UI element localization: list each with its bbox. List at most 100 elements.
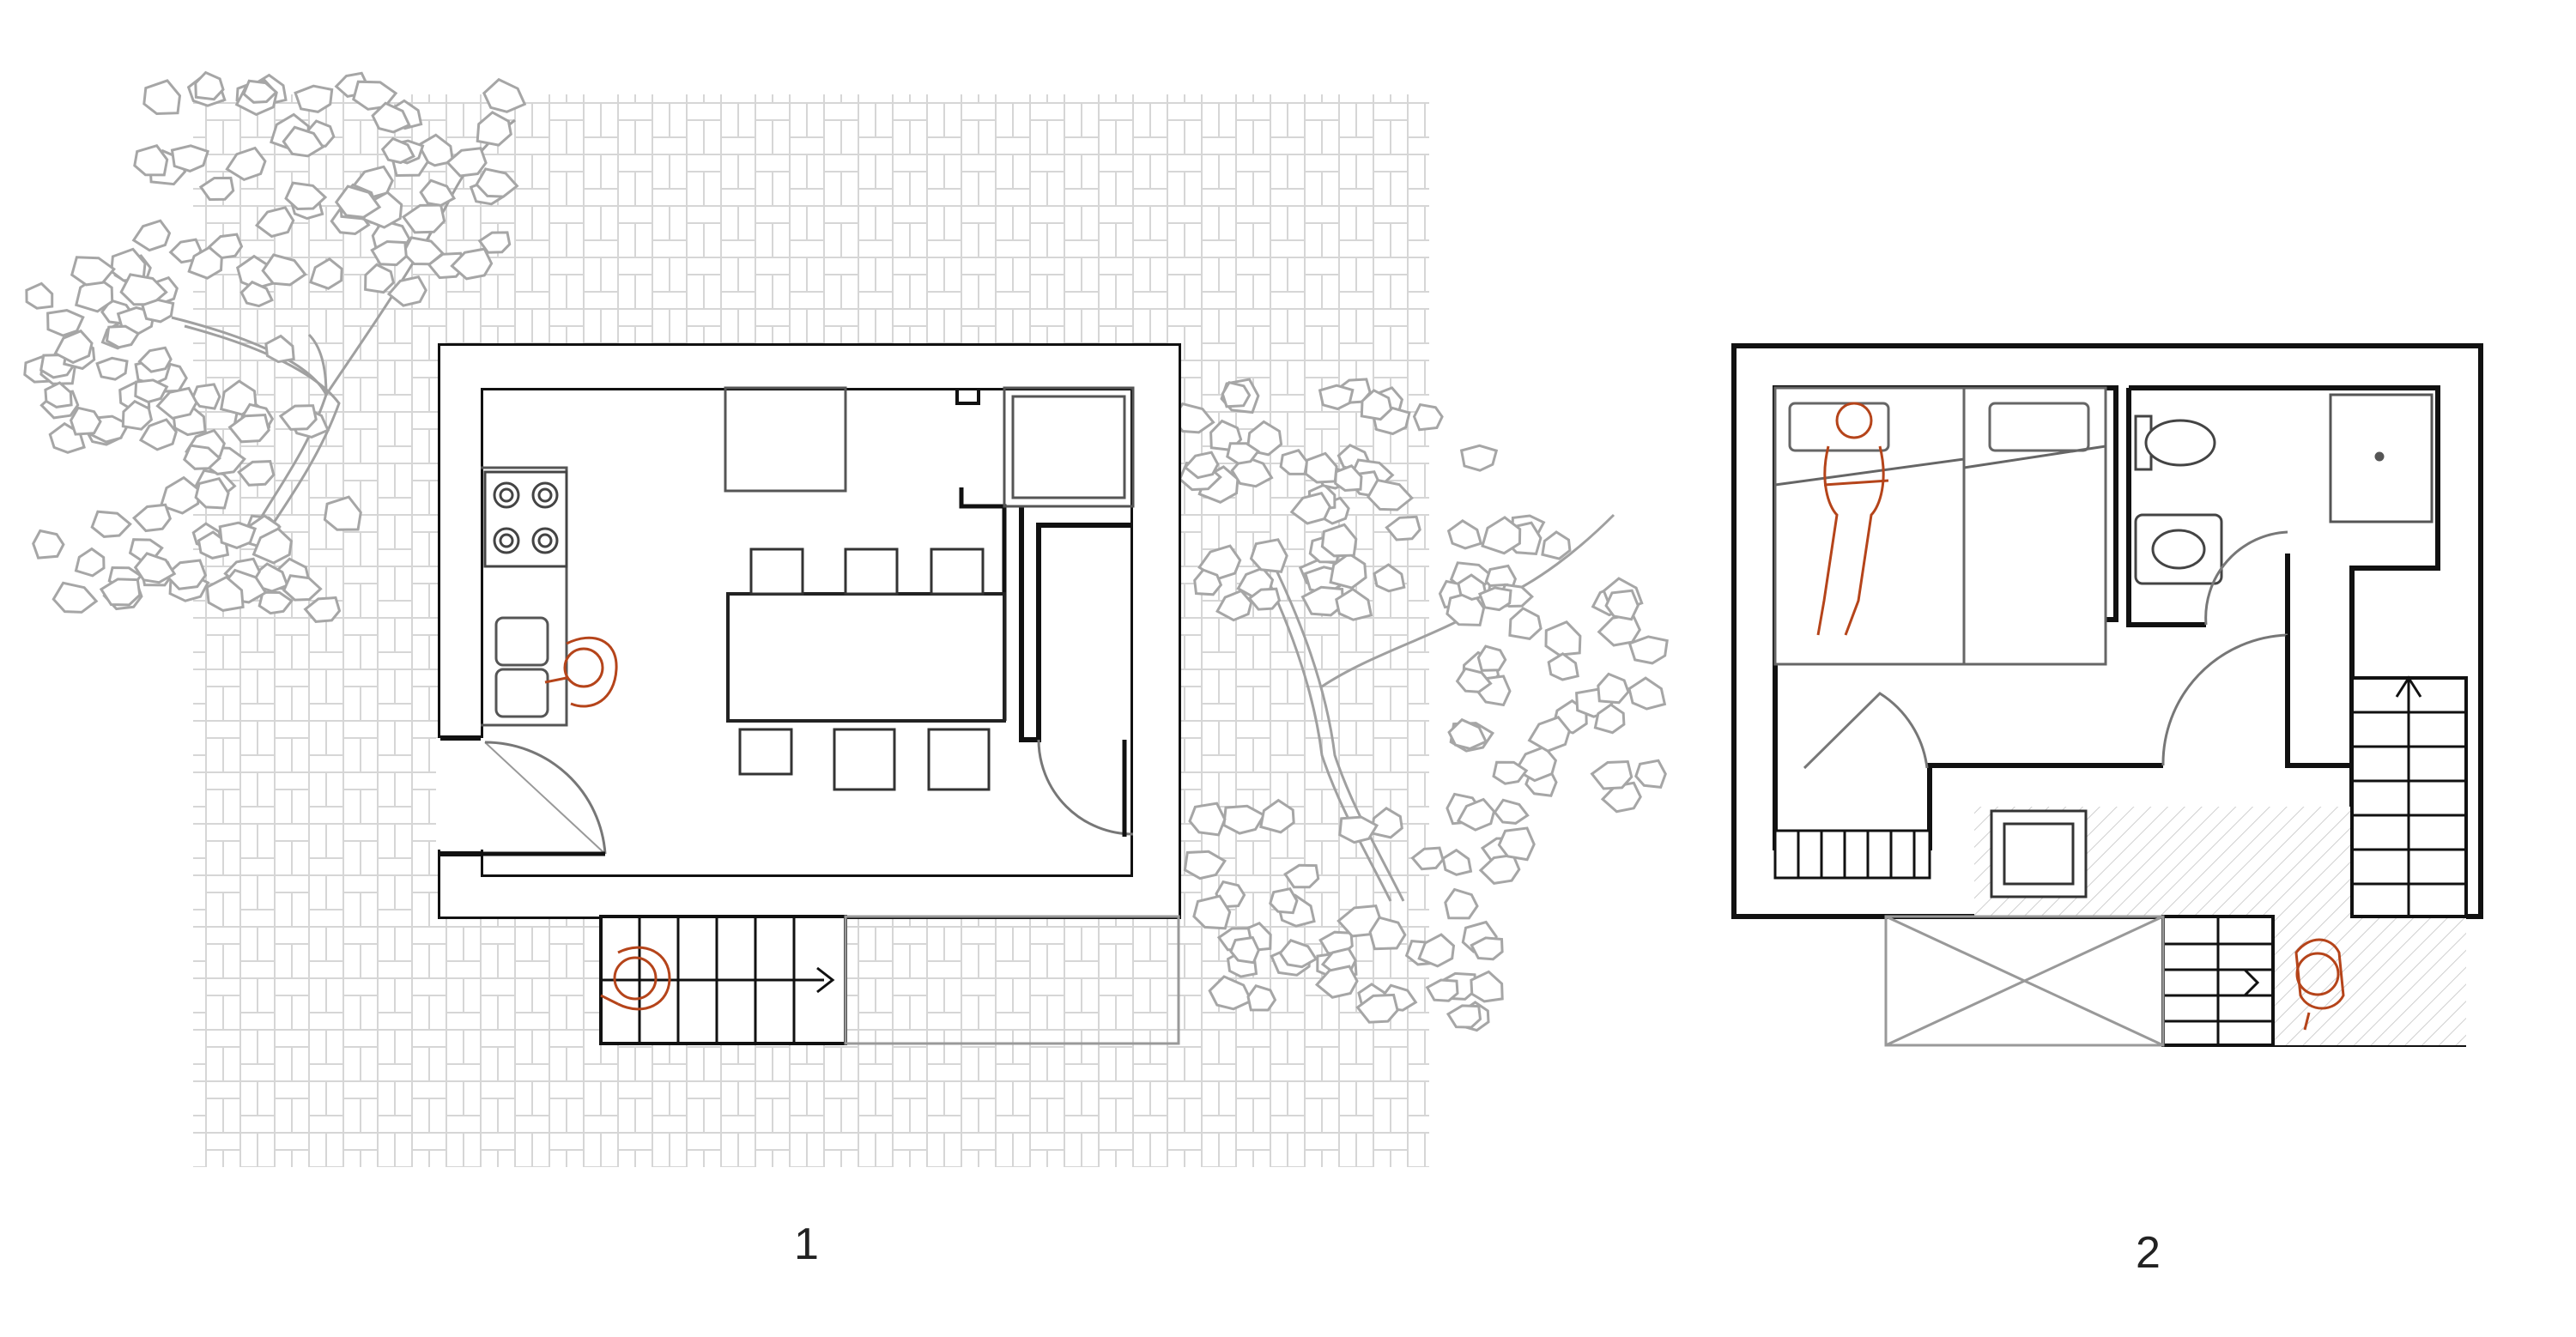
- leaf-shape: [198, 176, 235, 202]
- leaf-shape: [1547, 651, 1579, 681]
- leaf-shape: [1604, 589, 1640, 621]
- leaf-shape: [1320, 523, 1358, 558]
- leaf-shape: [121, 399, 154, 431]
- leaf-shape: [69, 406, 102, 436]
- leaf-shape: [1627, 635, 1669, 665]
- leaf-shape: [1368, 916, 1407, 951]
- plan-2: [1731, 343, 2483, 1047]
- leaf-shape: [1373, 563, 1406, 593]
- leaf-shape: [25, 281, 54, 310]
- leaf-shape: [1541, 530, 1572, 560]
- toilet-icon: [2134, 414, 2216, 471]
- leaf-shape: [282, 574, 323, 602]
- leaf-shape: [482, 77, 527, 113]
- leaf-shape: [1259, 798, 1295, 834]
- leaf-shape: [1446, 518, 1483, 550]
- leaf-shape: [1497, 826, 1536, 862]
- leaf-shape: [370, 239, 408, 267]
- leaf-shape: [278, 404, 318, 431]
- leaf-shape: [227, 413, 270, 444]
- bedroom-door-swing: [1803, 692, 1929, 770]
- leaf-shape: [1229, 935, 1260, 965]
- leaf-shape: [1627, 676, 1667, 711]
- leaf-shape: [133, 552, 177, 584]
- leaf-shape: [450, 247, 494, 281]
- leaf-shape: [99, 578, 142, 607]
- leaf-shape: [90, 510, 132, 538]
- hall-door-swing: [2161, 633, 2288, 766]
- leaf-shape: [187, 245, 223, 280]
- foliage-left: [23, 70, 527, 623]
- leaf-shape: [1544, 620, 1582, 656]
- leaf-shape: [1410, 846, 1445, 871]
- kitchen-counter: [481, 386, 1135, 727]
- leaf-shape: [74, 547, 106, 578]
- leaf-shape: [141, 298, 175, 324]
- leaf-shape: [1338, 815, 1379, 844]
- leaf-shape: [323, 495, 362, 531]
- leaf-shape: [46, 309, 85, 337]
- leaf-shape: [258, 590, 294, 615]
- person-cook-icon: [544, 636, 618, 708]
- leaf-shape: [70, 256, 116, 287]
- dining-chairs: [738, 548, 991, 791]
- leaf-shape: [194, 70, 225, 101]
- plan-2-number: 2: [2136, 1228, 2161, 1278]
- dining-table: [726, 592, 1006, 723]
- leaf-shape: [1470, 936, 1504, 961]
- leaf-shape: [1593, 703, 1626, 735]
- leaf-shape: [476, 111, 512, 147]
- leaf-shape: [1493, 798, 1530, 825]
- leaf-shape: [218, 521, 258, 550]
- leaf-shape: [1478, 853, 1521, 885]
- leaf-shape: [401, 203, 446, 234]
- leaf-shape: [170, 144, 209, 173]
- leaf-shape: [205, 575, 245, 612]
- leaf-shape: [1597, 613, 1641, 647]
- leaf-shape: [1470, 970, 1504, 1003]
- person-standing-icon: [2294, 938, 2345, 1031]
- leaf-shape: [1527, 716, 1571, 753]
- leaf-shape: [133, 143, 169, 177]
- leaf-shape: [477, 231, 512, 254]
- leaf-shape: [1367, 478, 1414, 511]
- bed: [1773, 386, 2107, 666]
- leaf-shape: [95, 356, 129, 381]
- leaf-shape: [1492, 760, 1529, 785]
- sink-icon: [494, 616, 549, 718]
- leaf-shape: [1441, 848, 1473, 876]
- void-opening: [1884, 915, 2165, 1047]
- leaf-shape: [1634, 759, 1667, 789]
- leaf-shape: [1334, 464, 1363, 493]
- leaf-shape: [1208, 975, 1253, 1011]
- leaf-shape: [131, 503, 172, 533]
- leaf-shape: [1447, 717, 1488, 750]
- leaf-shape: [1459, 444, 1499, 472]
- hatched-landing: [2273, 917, 2466, 1045]
- leaf-shape: [284, 181, 328, 211]
- leaf-shape: [1247, 587, 1282, 611]
- leaf-shape: [1590, 759, 1633, 790]
- leaf-shape: [1455, 667, 1493, 693]
- lower-stair: [2161, 915, 2275, 1047]
- leaf-shape: [294, 84, 334, 113]
- leaf-shape: [131, 219, 172, 252]
- leaf-shape: [1456, 797, 1496, 832]
- leaf-shape: [53, 329, 94, 365]
- leaf-shape: [1192, 894, 1232, 930]
- plan-1: [23, 70, 1669, 1167]
- leaf-shape: [1481, 516, 1522, 555]
- leaf-shape: [1246, 983, 1277, 1012]
- entry-stair: [599, 915, 847, 1045]
- leaf-shape: [52, 581, 99, 614]
- leaf-shape: [182, 444, 222, 470]
- leaf-shape: [264, 334, 295, 364]
- bathroom-door-swing: [2204, 530, 2288, 626]
- leaf-shape: [254, 206, 295, 239]
- leaf-shape: [1188, 802, 1227, 837]
- leaf-shape: [1226, 442, 1260, 465]
- leaf-shape: [371, 101, 411, 134]
- leaf-shape: [364, 263, 396, 294]
- leaf-shape: [380, 136, 415, 165]
- leaf-shape: [252, 527, 293, 565]
